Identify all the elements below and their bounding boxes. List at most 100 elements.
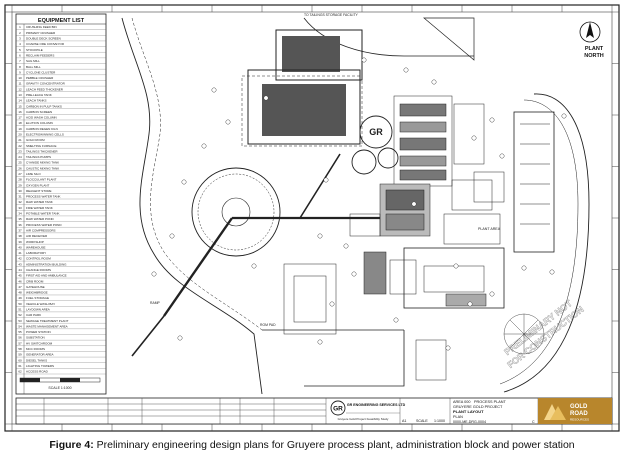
equipment-number: 48 (18, 291, 22, 295)
access-road-right (503, 93, 590, 393)
client-name-road: ROAD (570, 411, 588, 417)
equipment-list-title: EQUIPMENT LIST (38, 18, 85, 24)
equipment-item: HV SWITCHROOM (26, 341, 53, 345)
north-label-north: NORTH (584, 53, 604, 59)
equipment-item: CAUSTIC MIXING TANK (26, 166, 59, 170)
equipment-item: GATEHOUSE (26, 285, 45, 289)
client-name-gold: GOLD (570, 404, 588, 410)
equipment-item: CYCLONE CLUSTER (26, 70, 56, 74)
drawing-number: 0000-ME-DRG-0004 (453, 420, 486, 424)
equipment-number: 3 (19, 37, 21, 41)
equipment-number: 31 (18, 195, 22, 199)
equipment-number: 2 (19, 31, 21, 35)
svg-text:GR: GR (333, 406, 343, 413)
item-marker (351, 271, 357, 277)
equipment-item: CONTROL ROOM (26, 257, 51, 261)
equipment-item: LEACH TANKS (26, 99, 47, 103)
equipment-item: ACID WASH COLUMN (26, 116, 57, 120)
process-plant-label: PROCESS PLANT (474, 400, 507, 404)
equipment-number: 29 (18, 183, 22, 187)
equipment-item: FUEL STORAGE (26, 296, 49, 300)
equipment-number: 46 (18, 279, 22, 283)
item-marker (151, 271, 157, 277)
engineer-name: GR ENGINEERING SERVICES LTD (347, 403, 406, 407)
equipment-item: CRIB ROOM (26, 279, 44, 283)
top-road (303, 17, 474, 57)
equipment-item: MCC ROOMS (26, 347, 45, 351)
item-marker (263, 95, 269, 101)
equipment-item: GRAVITY CONCENTRATOR (26, 82, 66, 86)
equipment-number: 49 (18, 296, 22, 300)
equipment-number: 38 (18, 234, 22, 238)
equipment-number: 18 (18, 121, 22, 125)
plan-markers (151, 57, 567, 351)
tailings-thickener (351, 149, 377, 175)
plant-area-callout: PLANT AREA (478, 227, 501, 231)
item-marker (489, 117, 495, 123)
equipment-number: 8 (19, 65, 21, 69)
equipment-item: PRE-LEACH TANK (26, 93, 52, 97)
equipment-item: ADMINISTRATION BUILDING (26, 262, 67, 266)
equipment-item: FIRST AID AND AMBULANCE (26, 274, 67, 278)
equipment-item: AIR COMPRESSORS (26, 228, 56, 232)
item-marker (411, 201, 417, 207)
project-label: GRUYERE GOLD PROJECT (453, 405, 503, 409)
item-marker (323, 177, 329, 183)
stockpile-centre (221, 197, 251, 227)
equipment-number: 45 (18, 274, 22, 278)
rom-pad-inner (197, 173, 275, 251)
equipment-item: WORKSHOP (26, 240, 44, 244)
equipment-number: 40 (18, 245, 22, 249)
equipment-item: CARBON SCREEN (26, 110, 52, 114)
equipment-item: TAILINGS PUMPS (26, 155, 51, 159)
equipment-number: 21 (18, 138, 22, 142)
grid-reference-ticks (5, 5, 619, 431)
item-marker (177, 335, 183, 341)
equipment-item: STOCKPILE (26, 48, 43, 52)
equipment-number: 43 (18, 262, 22, 266)
plan-drawing: GR (121, 17, 590, 395)
engineer-logo: GR GR ENGINEERING SERVICES LTD Gruyere G… (330, 400, 406, 421)
equipment-number: 1 (19, 25, 21, 29)
site-boundary-inner (131, 17, 263, 331)
raw-water-pond (247, 69, 361, 145)
figure-caption-label: Figure 4: (49, 439, 94, 451)
equipment-number: 42 (18, 257, 22, 261)
equipment-number: 47 (18, 285, 22, 289)
figure-caption-text: Preliminary engineering design plans for… (93, 439, 575, 451)
equipment-item: POTABLE WATER TANK (26, 212, 60, 216)
equipment-number: 57 (18, 341, 22, 345)
revision-label: C (532, 420, 535, 424)
equipment-number: 54 (18, 324, 22, 328)
equipment-number: 13 (18, 93, 22, 97)
equipment-number: 25 (18, 161, 22, 165)
item-marker (431, 79, 437, 85)
equipment-number: 37 (18, 228, 22, 232)
equipment-number: 9 (19, 70, 21, 74)
equipment-number: 5 (19, 48, 21, 52)
equipment-item: LEACH FEED THICKENER (26, 87, 64, 91)
item-marker (549, 269, 555, 275)
equipment-number: 14 (18, 99, 22, 103)
equipment-number: 36 (18, 223, 22, 227)
equipment-number: 12 (18, 87, 22, 91)
overland-conveyor-b (131, 315, 165, 357)
equipment-number: 19 (18, 127, 22, 131)
process-plant-equipment (349, 95, 501, 245)
equipment-item: TAILINGS THICKENER (26, 149, 58, 153)
item-marker (561, 113, 567, 119)
scale-bar: SCALE 1:1000 (19, 377, 101, 390)
item-marker (181, 179, 187, 185)
equipment-item: AIR RECEIVER (26, 234, 48, 238)
admin-block (473, 111, 555, 253)
equipment-number: 35 (18, 217, 22, 221)
equipment-item: LABORATORY (26, 251, 46, 255)
size-label: A1 (402, 419, 406, 423)
equipment-item: LIME SILO (26, 172, 41, 176)
equipment-number: 23 (18, 149, 22, 153)
plan-label: PLAN (453, 415, 463, 419)
equipment-number: 60 (18, 358, 22, 362)
equipment-item: CARBON IN PULP TANKS (26, 104, 62, 108)
